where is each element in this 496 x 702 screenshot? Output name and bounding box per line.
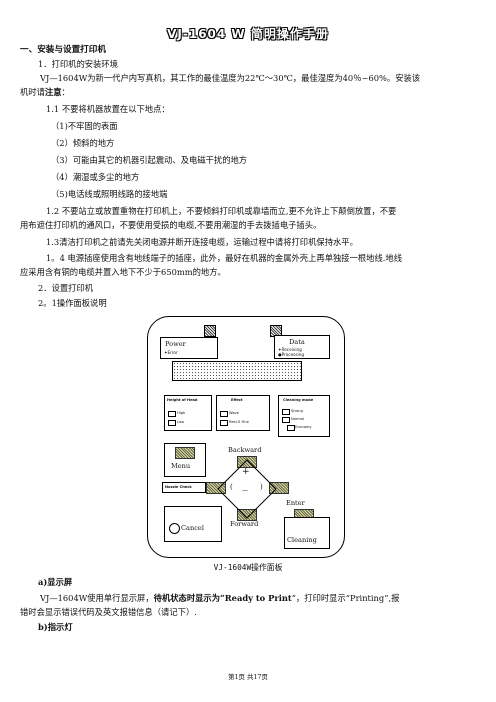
cleaning-button-box: Cleaning (284, 517, 330, 549)
list-item: （4）潮湿或多尘的地方 (51, 172, 140, 182)
list-item: （1)不牢固的表面 (51, 121, 118, 131)
normal-label: Normal (291, 417, 305, 421)
paragraph-1-4a: 1。4 电源插座使用含有地线端子的插座，此外，最好在机器的金属外壳上再单独接一根… (46, 253, 403, 263)
height-of-head-box: Height of Head High Low (164, 395, 212, 431)
low-checkbox-icon (168, 420, 176, 426)
high-label: High (177, 411, 186, 415)
right-button[interactable] (269, 482, 289, 494)
forward-button[interactable] (237, 509, 257, 521)
cleaning-mode-label: Cleaning mode (283, 398, 314, 402)
paragraph-1b: 机时请注意： (20, 87, 70, 97)
plus-label: + (242, 467, 250, 477)
normal-checkbox-icon (282, 417, 290, 423)
wave-checkbox-icon (220, 411, 228, 417)
list-item: （3）可能由其它的机器引起震动、及电磁干扰的地方 (51, 155, 248, 165)
enter-label: Enter (286, 499, 305, 507)
cancel-circle-icon[interactable] (169, 523, 180, 534)
nozzle-check-button[interactable]: Nozzle Check (162, 482, 206, 493)
section-1-heading: 一、安装与设置打印机 (20, 45, 106, 55)
subsection-1-1: 1．打印机的安装环境 (38, 59, 118, 69)
menu-button-box: Menu (164, 443, 206, 477)
paragraph-1-2b: 用布遮住打印机的通风口，不要使用受损的电缆,不要用潮湿的手去拨插电子插头。 (20, 220, 322, 230)
paragraph-1a: VJ—1604W为新一代户内写真机，其工作的最佳温度为22℃～30℃，最佳湿度为… (40, 73, 421, 83)
right-paren-label: ) (260, 483, 263, 491)
section-2-heading: 2．设置打印机 (38, 283, 94, 293)
economy-checkbox-icon (287, 425, 295, 431)
strong-checkbox-icon (282, 409, 290, 415)
left-button[interactable] (206, 482, 226, 494)
figure-caption: VJ-1604W操作面板 (213, 563, 283, 572)
power-led-icon (204, 325, 216, 337)
left-paren-label: ( (230, 483, 233, 491)
menu-label: Menu (171, 462, 191, 470)
lcd-display (172, 361, 302, 381)
forward-label: Forward (230, 520, 259, 528)
cancel-label: Cancel (181, 524, 204, 532)
strong-label: Strong (291, 409, 303, 413)
paragraph-1-3: 1.3清洁打印机之前请先关闭电源并断开连接电缆，运输过程中请将打印机保持水平。 (46, 237, 358, 247)
reel-label: Reel-5 Fine (229, 420, 249, 424)
low-label: Low (177, 420, 185, 424)
control-panel-diagram: Power ✦Error Data ✦Receiving ●Processing… (147, 316, 345, 558)
nozzle-check-label: Nozzle Check (165, 485, 192, 489)
high-checkbox-icon (168, 411, 176, 417)
cleaning-label: Cleaning (287, 536, 317, 544)
page-footer: 第1页 共17页 (228, 673, 268, 681)
backward-label: Backward (228, 446, 262, 454)
section-a-heading: a)显示屏 (38, 577, 73, 587)
list-item: （2）倾斜的地方 (51, 138, 115, 148)
power-label: Power (165, 340, 186, 348)
menu-button[interactable] (175, 447, 195, 459)
paragraph-a2: 错时会显示错误代码及英文报错信息（请记下）. (20, 607, 197, 617)
subsection-2-1: 2。1操作面板说明 (38, 298, 107, 308)
cancel-button-box: Cancel (164, 506, 222, 542)
section-b-heading: b)指示灯 (38, 622, 73, 632)
paragraph-a1: VJ—1604W使用单行显示屏，待机状态时显示为“Ready to Print”… (40, 593, 400, 603)
error-label: ✦Error (164, 350, 178, 355)
height-of-head-label: Height of Head (167, 398, 198, 402)
document-title: VJ-1604 W 简明操作手册 (167, 27, 329, 41)
power-indicator-box: Power ✦Error (160, 337, 218, 359)
minus-label: — (242, 487, 248, 494)
paragraph-1-4b: 应采用含有铜的电缆并置入地下不少于650mm的地方。 (20, 267, 226, 277)
processing-label: ●Processing (278, 352, 305, 357)
reel-checkbox-icon (220, 420, 228, 426)
effect-box: Effect Wave Reel-5 Fine (216, 395, 270, 431)
paragraph-1-2a: 1.2 不要站立或放置重物在打印机上，不要倾斜打印机或靠墙而立,更不允许上下颠倒… (46, 206, 397, 216)
receiving-label: ✦Receiving (278, 347, 302, 352)
economy-label: Economy (295, 425, 312, 429)
subsection-1-1-1: 1.1 不要将机器放置在以下地点： (46, 104, 170, 114)
backward-button[interactable] (237, 456, 257, 468)
cleaning-mode-box: Cleaning mode Strong Normal Economy (278, 395, 330, 437)
data-label: Data (289, 338, 305, 346)
effect-label: Effect (231, 398, 243, 402)
wave-label: Wave (229, 411, 239, 415)
data-indicator-box: Data ✦Receiving ●Processing (274, 335, 330, 359)
list-item: （5)电话线或照明线路的接地端 (51, 189, 168, 199)
